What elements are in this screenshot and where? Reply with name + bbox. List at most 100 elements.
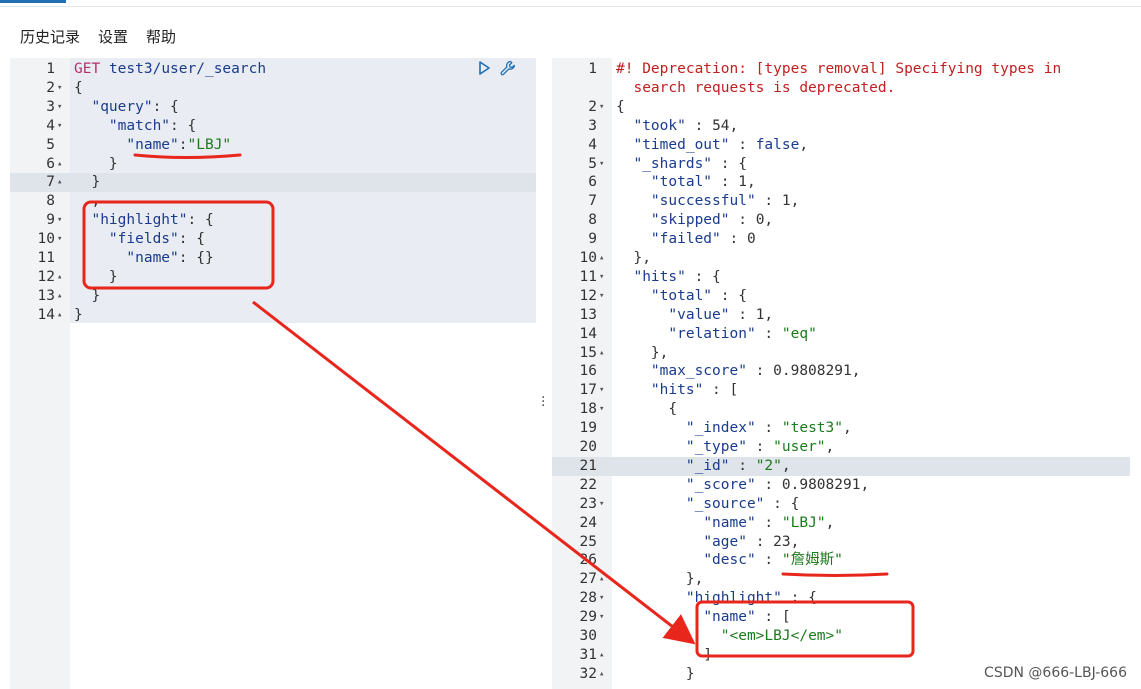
code-line[interactable]: 22 "_score" : 0.9808291, [552,476,1130,495]
code-text: "desc" : "詹姆斯" [703,552,843,569]
code-line[interactable]: 2▾{ [10,79,536,98]
code-line[interactable]: 20 "_type" : "user", [552,438,1130,457]
code-line[interactable]: search requests is deprecated. [552,79,1130,98]
code-text: } [108,268,118,285]
fold-close-icon[interactable]: ▴ [57,158,63,169]
fold-open-icon[interactable]: ▾ [599,158,605,169]
menu-history[interactable]: 历史记录 [20,28,81,46]
code-line[interactable]: 21 "_id" : "2", [552,456,1130,476]
line-number: 12 [37,268,55,285]
code-line[interactable]: 25 "age" : 23, [552,533,1130,552]
fold-open-icon[interactable]: ▾ [57,82,63,93]
code-line[interactable]: 10▴ }, [552,249,1130,268]
line-number: 28 [579,590,597,607]
fold-close-icon[interactable]: ▴ [57,271,63,282]
code-line[interactable]: 29▾ "name" : [ [552,608,1130,627]
code-line[interactable]: 30 "<em>LBJ</em>" [552,627,1130,646]
code-line[interactable]: 17▾ "hits" : [ [552,381,1130,400]
pane-divider[interactable] [536,58,552,689]
code-line[interactable]: 9▾ "highlight": { [10,211,536,230]
code-line[interactable]: 3▾ "query": { [10,98,536,117]
fold-open-icon[interactable]: ▾ [599,498,605,509]
line-number: 14 [37,306,55,323]
code-line[interactable]: 1#! Deprecation: [types removal] Specify… [552,60,1130,79]
code-line[interactable]: 11▾ "hits" : { [552,268,1130,287]
fold-open-icon[interactable]: ▾ [599,271,605,282]
code-line[interactable]: 14 "relation" : "eq" [552,325,1130,344]
fold-open-icon[interactable]: ▾ [599,612,605,623]
fold-close-icon[interactable]: ▴ [599,649,605,660]
code-text: "name" : "LBJ", [703,514,835,531]
code-line[interactable]: 28▾ "highlight" : { [552,589,1130,608]
fold-open-icon[interactable]: ▾ [599,290,605,301]
code-line[interactable]: 8 "skipped" : 0, [552,211,1130,230]
code-line[interactable]: 14▴} [10,306,536,325]
code-line[interactable]: 9 "failed" : 0 [552,230,1130,249]
scrollbar[interactable] [1130,58,1141,689]
resize-handle-icon[interactable]: ··· [541,390,546,414]
code-line[interactable]: 18▾ { [552,400,1130,419]
watermark: CSDN @666-LBJ-666 [984,665,1127,681]
code-line[interactable]: 24 "name" : "LBJ", [552,514,1130,533]
code-line[interactable]: 13▴ } [10,287,536,306]
menu-settings[interactable]: 设置 [98,28,129,46]
fold-open-icon[interactable]: ▾ [57,120,63,131]
fold-close-icon[interactable]: ▴ [599,347,605,358]
menu-help[interactable]: 帮助 [146,28,177,46]
line-number: 10 [37,231,55,248]
code-line[interactable]: 4▾ "match": { [10,117,536,136]
fold-close-icon[interactable]: ▴ [599,253,605,263]
fold-open-icon[interactable]: ▾ [599,385,605,396]
fold-open-icon[interactable]: ▾ [599,593,605,604]
line-number: 30 [579,628,597,644]
code-line[interactable]: 4 "timed_out" : false, [552,136,1130,155]
code-line[interactable]: 16 "max_score" : 0.9808291, [552,362,1130,381]
line-number: 2 [588,98,597,115]
play-icon[interactable] [476,60,492,76]
code-line[interactable]: 26 "desc" : "詹姆斯" [552,551,1130,570]
fold-close-icon[interactable]: ▴ [599,574,605,585]
code-line[interactable]: 19 "_index" : "test3", [552,419,1130,438]
code-line[interactable]: 32▴ } [552,665,1130,684]
code-line[interactable]: 6▴ } [10,155,536,174]
fold-open-icon[interactable]: ▾ [599,404,605,415]
left-gutter [10,58,70,689]
code-line[interactable]: 7▴ } [10,173,536,193]
code-text: "total" : 1, [650,174,756,191]
code-line[interactable]: 12▴ } [10,268,536,287]
line-number: 3 [588,117,597,134]
fold-open-icon[interactable]: ▾ [57,215,63,226]
code-line[interactable]: 5▾ "_shards" : { [552,155,1130,174]
code-line[interactable]: 15▴ }, [552,344,1130,363]
fold-open-icon[interactable]: ▾ [57,234,63,245]
fold-open-icon[interactable]: ▾ [599,101,605,112]
code-line[interactable]: 23▾ "_source" : { [552,495,1130,514]
wrench-icon[interactable] [500,60,516,76]
code-text: "match": { [108,117,197,134]
code-line[interactable]: 6 "total" : 1, [552,173,1130,192]
fold-close-icon[interactable]: ▴ [57,177,63,188]
code-line[interactable]: 11 "name": {} [10,249,536,268]
line-number: 32 [579,665,597,682]
code-line[interactable]: 7 "successful" : 1, [552,192,1130,211]
code-line[interactable]: 13 "value" : 1, [552,306,1130,325]
line-number: 25 [579,533,597,550]
code-text: "value" : 1, [668,306,774,323]
fold-close-icon[interactable]: ▴ [57,309,63,320]
code-line[interactable]: 5 "name":"LBJ" [10,136,536,155]
fold-open-icon[interactable]: ▾ [57,101,63,112]
code-line[interactable]: 27▴ }, [552,570,1130,589]
code-line[interactable]: 12▾ "total" : { [552,287,1130,306]
line-number: 19 [579,420,597,437]
code-text: "_id" : "2", [685,457,791,474]
code-line[interactable]: 8 , [10,192,536,211]
code-line[interactable]: 2▾{ [552,98,1130,117]
code-line[interactable]: 31▴ ] [552,646,1130,665]
code-line[interactable]: 10▾ "fields": { [10,230,536,249]
fold-close-icon[interactable]: ▴ [599,668,605,679]
code-line[interactable]: 3 "took" : 54, [552,117,1130,136]
response-viewer[interactable]: 1#! Deprecation: [types removal] Specify… [552,58,1130,689]
fold-close-icon[interactable]: ▴ [57,290,63,301]
